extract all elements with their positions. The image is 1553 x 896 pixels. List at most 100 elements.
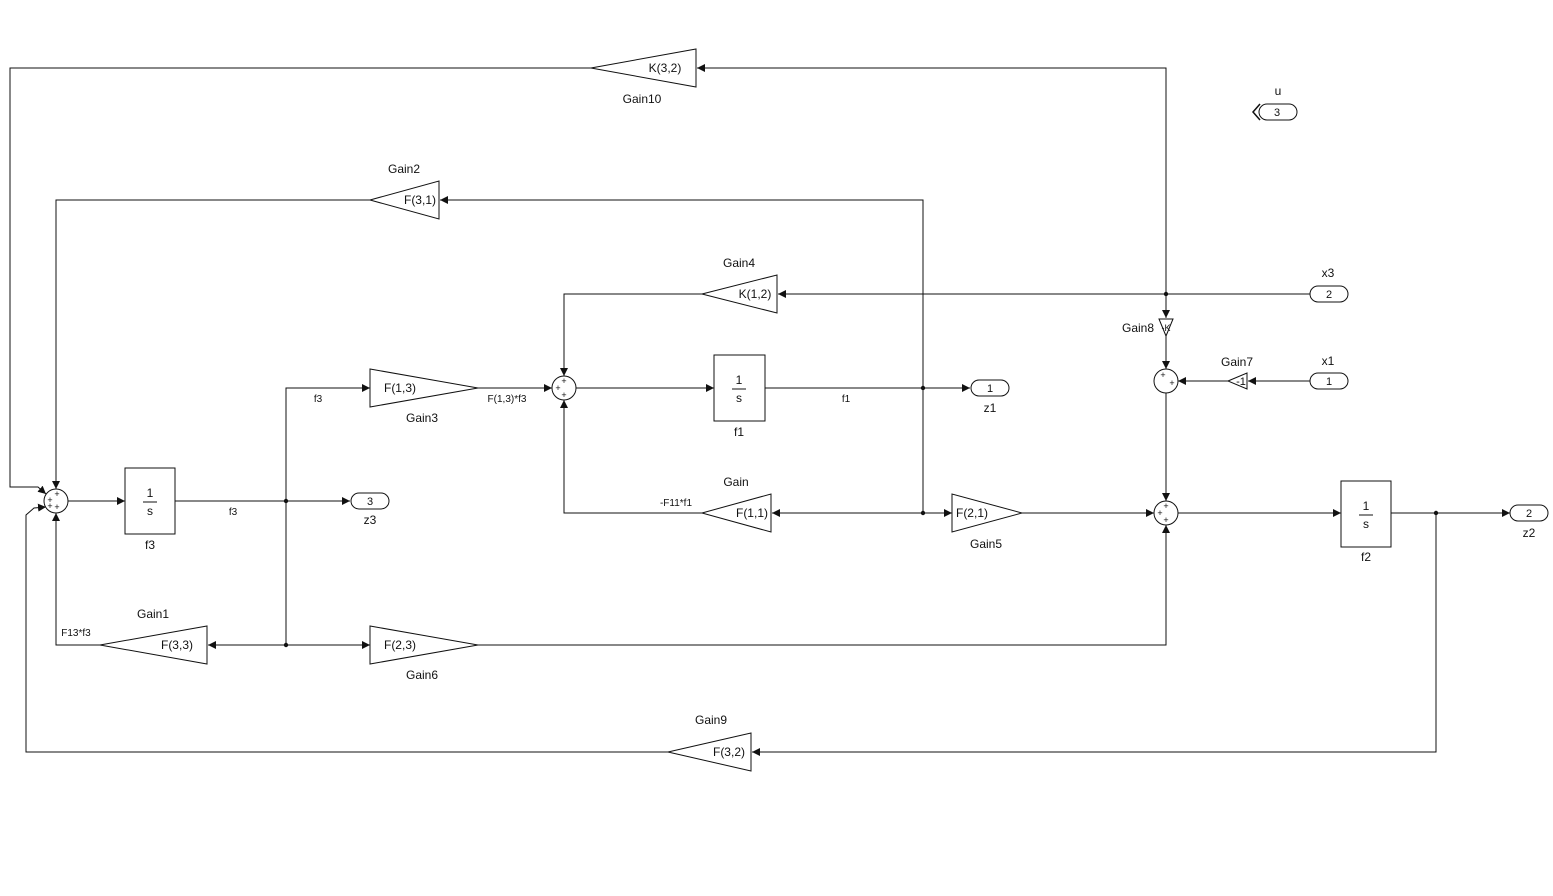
inport-x1-number: 1 [1326,376,1332,388]
gain7-block[interactable]: -1 Gain7 [1221,355,1253,390]
gain3-label: Gain3 [406,411,438,425]
svg-text:+: + [1163,515,1168,525]
integrator-f3-den: s [147,504,153,518]
svg-text:+: + [1157,508,1162,518]
signal-label-f1: f1 [842,394,851,405]
wire-gain4-sum[interactable] [560,293,702,376]
gain5-block[interactable]: F(2,1) Gain5 [951,493,1024,551]
gain8-block[interactable]: -K Gain8 [1122,318,1174,338]
outport-z1-label: z1 [984,401,997,415]
signal-label-f13f3-low: F13*f3 [61,628,91,639]
gain6-block[interactable]: F(2,3) Gain6 [369,625,479,682]
gain2-value: F(3,1) [404,193,436,207]
svg-text:+: + [1163,501,1168,511]
wire-gain9-sum[interactable] [25,503,668,753]
inport-x1-label: x1 [1322,354,1335,368]
wire-f3-gain3[interactable] [285,384,370,501]
integrator-f3-num: 1 [147,486,154,500]
integrator-f1[interactable]: 1 s f1 [713,354,766,439]
wire-f2-gain9[interactable] [752,513,1437,756]
wire-gain2-out[interactable] [52,199,370,489]
gain7-label: Gain7 [1221,355,1253,369]
gain2-block[interactable]: F(3,1) Gain2 [368,162,440,220]
outport-z1-number: 1 [987,383,993,395]
signal-label-f3-main: f3 [229,507,238,518]
gain8-value: -K [1162,323,1171,333]
sum-lower-right[interactable]: + + + [1153,500,1179,526]
gain9-label: Gain9 [695,713,727,727]
integrator-f2-label: f2 [1361,550,1371,564]
integrator-f2-den: s [1363,517,1369,531]
outport-z3[interactable]: 3 z3 [350,492,390,527]
signal-labels: f3 f3 f1 F(1,3)*f3 -F11*f1 F13*f3 [61,394,850,639]
gain6-value: F(2,3) [384,638,416,652]
svg-text:+: + [555,383,560,393]
gain4-value: K(1,2) [739,287,772,301]
wire-gain10-in[interactable] [697,64,1167,294]
integrator-f2[interactable]: 1 s f2 [1340,480,1392,564]
outport-z3-label: z3 [364,513,377,527]
gain-label: Gain [723,475,748,489]
gain1-label: Gain1 [137,607,169,621]
gain5-label: Gain5 [970,537,1002,551]
outport-z3-number: 3 [367,496,373,508]
gain9-block[interactable]: F(3,2) Gain9 [667,713,752,772]
sum-f1[interactable]: + + + [551,375,577,401]
gain10-block[interactable]: K(3,2) Gain10 [590,48,697,106]
gain4-block[interactable]: K(1,2) Gain4 [701,256,778,314]
outport-z2-number: 2 [1526,508,1532,520]
gain7-value: -1 [1236,376,1246,388]
gain1-block[interactable]: F(3,3) Gain1 [99,607,208,665]
gain10-value: K(3,2) [649,61,682,75]
signal-lines [9,64,1510,756]
gain1-value: F(3,3) [161,638,193,652]
wire-gain2-in[interactable] [440,196,924,513]
wire-gain6-sum[interactable] [478,525,1170,646]
gain9-value: F(3,2) [713,745,745,759]
svg-text:+: + [54,489,59,499]
wire-gain1-sum[interactable] [52,513,100,646]
wire-gain-sum1[interactable] [560,400,702,514]
svg-text:+: + [561,390,566,400]
svg-text:+: + [47,501,52,511]
gain5-value: F(2,1) [956,506,988,520]
integrator-f1-label: f1 [734,425,744,439]
inport-u-number: 3 [1274,107,1280,119]
svg-text:+: + [561,376,566,386]
signal-label-f11f1: -F11*f1 [660,498,692,509]
inport-x1[interactable]: 1 x1 [1309,354,1349,390]
inport-x3-number: 2 [1326,289,1332,301]
sum-f3[interactable]: + + + + [43,488,69,514]
gain-block[interactable]: F(1,1) Gain [700,475,772,533]
svg-text:+: + [54,502,59,512]
outport-z2-label: z2 [1523,526,1536,540]
svg-text:+: + [1160,370,1165,380]
gain4-label: Gain4 [723,256,755,270]
integrator-f1-num: 1 [736,373,743,387]
inport-u-label: u [1275,84,1282,98]
integrator-f3[interactable]: 1 s f3 [124,467,176,552]
signal-label-f13f3: F(1,3)*f3 [488,394,527,405]
gain3-block[interactable]: F(1,3) Gain3 [369,368,479,425]
outport-z1[interactable]: 1 z1 [970,379,1010,415]
gain2-label: Gain2 [388,162,420,176]
gain8-label: Gain8 [1122,321,1154,335]
signal-label-f3-top: f3 [314,394,323,405]
junction-dots [283,291,1439,648]
gain3-value: F(1,3) [384,381,416,395]
gain10-label: Gain10 [623,92,662,106]
svg-text:+: + [1169,378,1174,388]
outport-z2[interactable]: 2 z2 [1509,504,1549,540]
sum-upper-right[interactable]: + + [1153,368,1179,394]
gain-value: F(1,1) [736,506,768,520]
integrator-f3-label: f3 [145,538,155,552]
inport-x3-label: x3 [1322,266,1335,280]
inport-u[interactable]: 3 u [1252,84,1298,121]
integrator-f2-num: 1 [1363,499,1370,513]
inport-x3[interactable]: 2 x3 [1309,266,1349,303]
svg-text:+: + [47,495,52,505]
wire-gain10-out[interactable] [9,67,591,495]
gain6-label: Gain6 [406,668,438,682]
integrator-f1-den: s [736,391,742,405]
